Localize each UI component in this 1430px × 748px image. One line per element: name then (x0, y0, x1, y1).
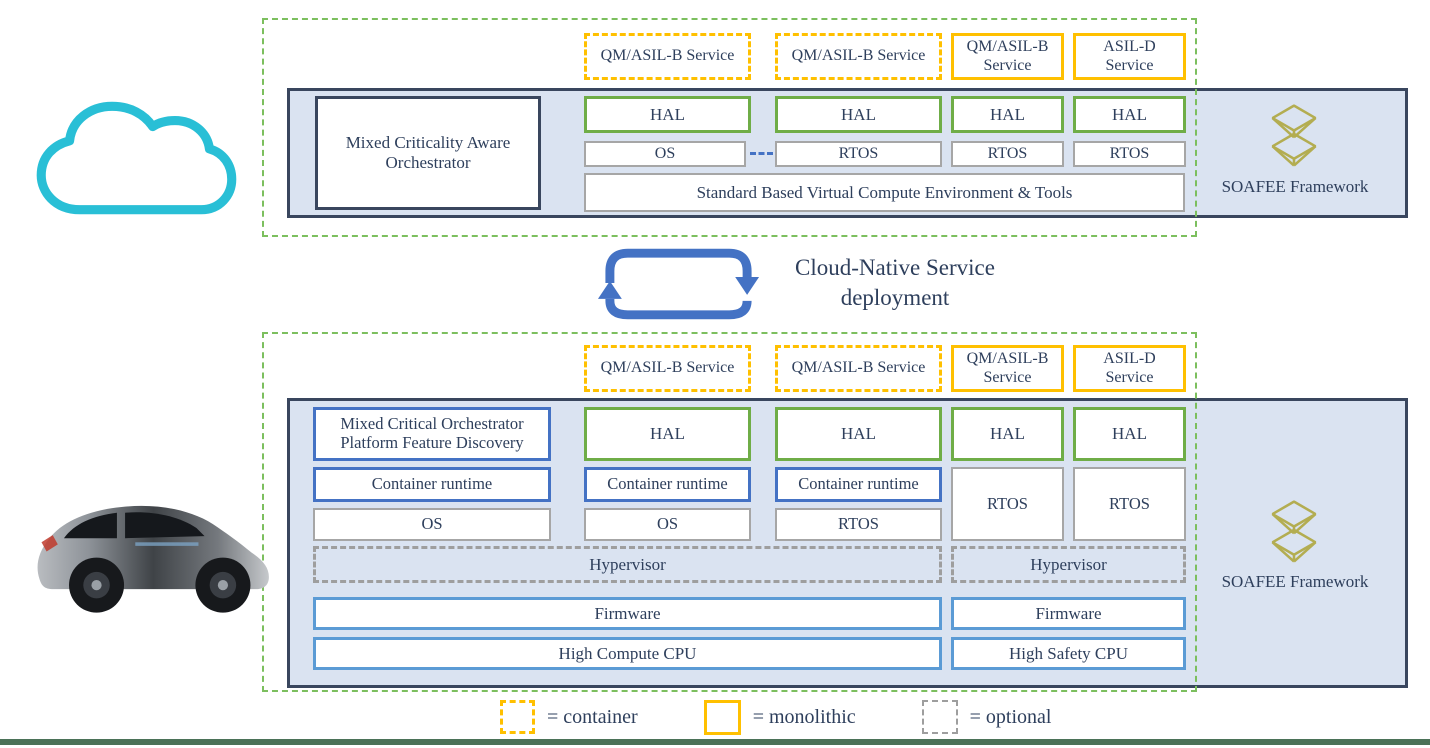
service-box: QM/ASIL-B Service (584, 345, 751, 392)
orchestrator-box: Mixed Criticality Aware Orchestrator (315, 96, 541, 210)
service-box: ASIL-D Service (1073, 345, 1186, 392)
legend-optional-label: = optional (969, 705, 1052, 728)
hal-box: HAL (584, 96, 751, 133)
legend-optional-swatch (921, 700, 958, 734)
soafee-logo-icon (1271, 500, 1317, 563)
deployment-caption: Cloud-Native Service deployment (770, 253, 1020, 313)
soafee-framework-label: SOAFEE Framework (1221, 177, 1369, 196)
high-safety-cpu-box: High Safety CPU (951, 637, 1186, 670)
hal-box: HAL (1073, 96, 1186, 133)
rtos-box: RTOS (775, 141, 942, 167)
service-box: QM/ASIL-B Service (951, 345, 1064, 392)
bottom-divider-bar (0, 739, 1430, 745)
service-box: QM/ASIL-B Service (775, 345, 942, 392)
os-box: OS (584, 141, 746, 167)
cloud-icon (36, 101, 237, 215)
legend-container-swatch (500, 700, 535, 734)
firmware-box: Firmware (951, 597, 1186, 630)
hal-box: HAL (951, 407, 1064, 461)
deployment-caption-line2: deployment (840, 284, 950, 310)
legend-monolithic-label: = monolithic (752, 705, 856, 728)
hal-box: HAL (951, 96, 1064, 133)
standard-env-box: Standard Based Virtual Compute Environme… (584, 173, 1185, 212)
rtos-box: RTOS (1073, 141, 1186, 167)
os-box: OS (313, 508, 551, 541)
orchestrator-discovery-box: Mixed Critical Orchestrator Platform Fea… (313, 407, 551, 461)
hal-box: HAL (775, 96, 942, 133)
service-box: QM/ASIL-B Service (775, 33, 942, 80)
rtos-box: RTOS (775, 508, 942, 541)
soafee-logo-icon (1271, 104, 1317, 167)
rtos-box: RTOS (951, 467, 1064, 541)
hypervisor-box: Hypervisor (951, 546, 1186, 583)
container-runtime-box: Container runtime (313, 467, 551, 502)
os-box: OS (584, 508, 751, 541)
cycle-arrows-icon (597, 248, 760, 320)
legend: = container = monolithic = optional (500, 698, 1051, 736)
service-box: QM/ASIL-B Service (584, 33, 751, 80)
hal-box: HAL (584, 407, 751, 461)
service-box: ASIL-D Service (1073, 33, 1186, 80)
high-compute-cpu-box: High Compute CPU (313, 637, 942, 670)
legend-monolithic-swatch (703, 699, 741, 735)
container-runtime-box: Container runtime (584, 467, 751, 502)
deployment-caption-line1: Cloud-Native Service (795, 255, 995, 280)
container-runtime-box: Container runtime (775, 467, 942, 502)
hypervisor-box: Hypervisor (313, 546, 942, 583)
os-rtos-link-dashes (750, 152, 773, 155)
rtos-box: RTOS (951, 141, 1064, 167)
rtos-box: RTOS (1073, 467, 1186, 541)
hal-box: HAL (775, 407, 942, 461)
soafee-framework-label: SOAFEE Framework (1221, 572, 1369, 591)
service-box: QM/ASIL-B Service (951, 33, 1064, 80)
hal-box: HAL (1073, 407, 1186, 461)
firmware-box: Firmware (313, 597, 942, 630)
legend-container-label: = container (547, 705, 638, 728)
car-image (37, 505, 269, 613)
